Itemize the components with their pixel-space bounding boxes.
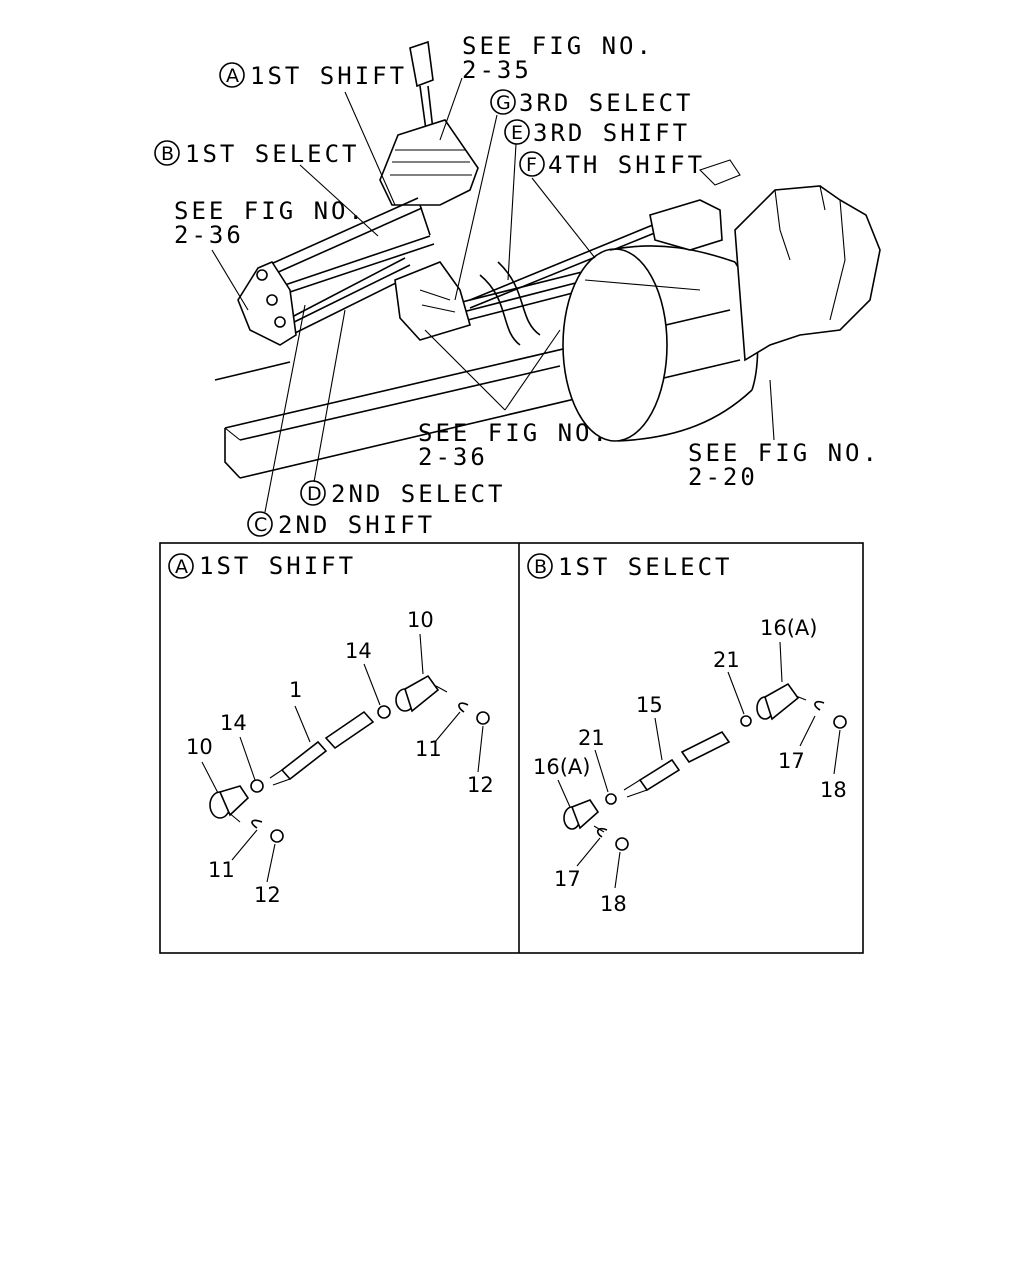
see-fig-2-35-line2: 2-35 (462, 56, 532, 84)
panel-a-right-rod-end (395, 674, 448, 713)
center-bracket (394, 261, 541, 346)
panel-a-part-right-end: 10 (407, 608, 434, 632)
panel-b-title: 1ST SELECT (558, 553, 733, 581)
callout-d-2nd-select: D 2ND SELECT (300, 480, 506, 508)
panel-a-part-left-locknut: 12 (254, 883, 281, 907)
see-fig-2-36-left-line2: 2-36 (174, 221, 244, 249)
panel-b-nuts (596, 700, 847, 851)
callout-f-label: 4TH SHIFT (548, 151, 705, 179)
panel-b-part-left-locknut: 18 (600, 892, 627, 916)
left-bracket (237, 260, 297, 346)
see-fig-2-36-center-line2: 2-36 (418, 443, 488, 471)
panel-a-left-rod-end (209, 785, 250, 823)
panel-a-1st-shift: A 1ST SHIFT (168, 552, 494, 907)
panel-b-part-right-locknut: 18 (820, 778, 847, 802)
see-fig-2-20-line2: 2-20 (688, 463, 758, 491)
callout-g-3rd-select: G 3RD SELECT (490, 89, 694, 117)
panel-b-part-right-end: 16(A) (760, 616, 817, 640)
panel-b-left-rod-end (563, 799, 605, 833)
panel-b-rod (623, 730, 731, 798)
callout-d-label: 2ND SELECT (331, 480, 506, 508)
panel-b-leaders (557, 641, 841, 889)
panel-b-right-rod-end (756, 682, 807, 721)
callout-g-letter: G (496, 92, 511, 114)
panel-a-part-rod: 1 (289, 678, 302, 702)
callout-a-1st-shift: A 1ST SHIFT (219, 62, 407, 90)
panel-a-part-left-end: 10 (186, 735, 213, 759)
panel-b-part-rod: 15 (636, 693, 663, 717)
callout-e-label: 3RD SHIFT (533, 119, 690, 147)
panel-a-rod (269, 710, 375, 786)
panel-a-part-right-nut: 14 (345, 639, 372, 663)
panel-b-part-left-nut: 21 (578, 726, 605, 750)
callout-c-label: 2ND SHIFT (278, 511, 435, 539)
overview-drawing: SEE FIG NO. 2-35 A 1ST SHIFT G 3RD SELEC… (154, 32, 881, 539)
clutch-housing (562, 245, 759, 442)
panel-a-nuts (250, 702, 490, 843)
panel-a-title: 1ST SHIFT (199, 552, 356, 580)
callout-c-2nd-shift: C 2ND SHIFT (247, 511, 435, 539)
panel-a-letter: A (175, 556, 188, 578)
callout-f-4th-shift: F 4TH SHIFT (519, 151, 705, 179)
callout-g-label: 3RD SELECT (519, 89, 694, 117)
linkage-rods (261, 197, 663, 339)
panel-a-part-right-clip: 11 (415, 737, 442, 761)
panel-b-1st-select: B 1ST SELECT (527, 553, 847, 916)
panel-b-part-right-nut: 21 (713, 648, 740, 672)
panel-b-part-right-clip: 17 (778, 749, 805, 773)
gear-shift-lever (379, 40, 479, 236)
see-fig-2-36-left-line1: SEE FIG NO. (174, 197, 366, 225)
see-fig-2-36-center-line1: SEE FIG NO. (418, 419, 610, 447)
see-fig-2-20-line1: SEE FIG NO. (688, 439, 880, 467)
callout-e-3rd-shift: E 3RD SHIFT (504, 119, 690, 147)
see-fig-2-35-line1: SEE FIG NO. (462, 32, 654, 60)
callout-b-letter: B (161, 143, 174, 165)
callout-c-letter: C (254, 514, 267, 536)
panel-b-letter: B (534, 556, 547, 578)
callout-f-letter: F (526, 154, 537, 176)
callout-b-1st-select: B 1ST SELECT (154, 140, 360, 168)
panel-a-part-left-clip: 11 (208, 858, 235, 882)
panel-b-part-left-clip: 17 (554, 867, 581, 891)
detail-panels (159, 542, 864, 954)
panel-b-part-left-end: 16(A) (533, 755, 590, 779)
callout-a-label: 1ST SHIFT (250, 62, 407, 90)
callout-b-label: 1ST SELECT (185, 140, 360, 168)
transmission-case (649, 159, 881, 362)
callout-a-letter: A (226, 65, 239, 87)
panel-a-part-left-nut: 14 (220, 711, 247, 735)
callout-d-letter: D (307, 483, 322, 505)
callout-leaders (211, 77, 775, 513)
detail-frame (159, 542, 864, 954)
callout-e-letter: E (511, 122, 523, 144)
panel-a-part-right-locknut: 12 (467, 773, 494, 797)
panel-a-leaders (201, 633, 484, 883)
